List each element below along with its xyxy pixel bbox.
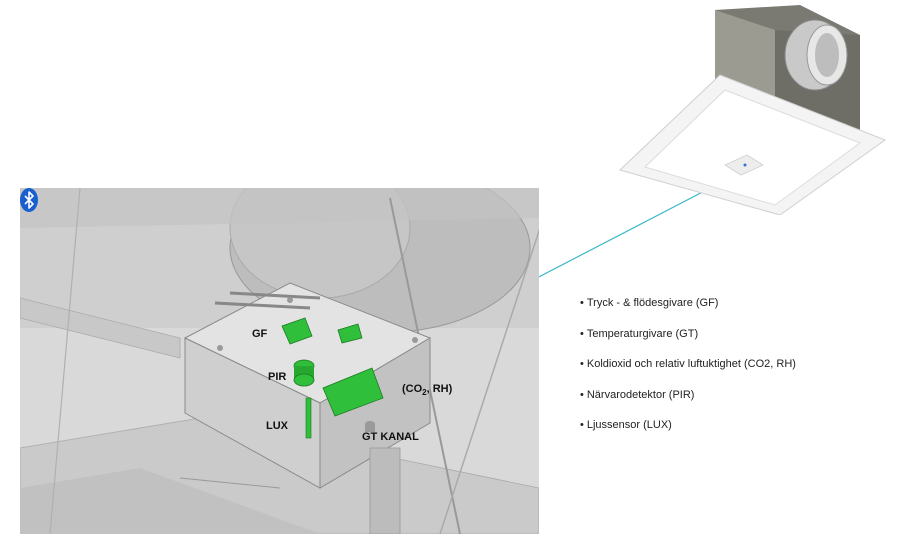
label-co2-sub: 2 <box>422 388 427 398</box>
list-item-text: Tryck - & flödesgivare (GF) <box>586 297 719 309</box>
label-lux: LUX <box>266 420 288 432</box>
bullet: • <box>580 388 584 401</box>
label-co2-rh: (CO2, RH) <box>402 383 452 397</box>
list-item-text: Temperaturgivare (GT) <box>586 327 699 340</box>
sensor-box-render: GF PIR LUX GT KANAL (CO2, RH) <box>20 188 539 534</box>
list-item: •Temperaturgivare (GT) <box>580 327 796 358</box>
bullet: • <box>580 358 584 370</box>
label-co2-prefix: (CO <box>402 383 423 395</box>
list-item: •Tryck - & flödesgivare (GF) <box>580 296 796 327</box>
bullet: • <box>580 327 584 340</box>
bullet: • <box>580 297 584 309</box>
sensor-list: •Tryck - & flödesgivare (GF) •Temperatur… <box>580 296 796 449</box>
list-item: •Ljussensor (LUX) <box>580 418 796 449</box>
list-item: •Närvarodetektor (PIR) <box>580 388 796 419</box>
list-item-text: Koldioxid och relativ luftuktighet (CO2,… <box>586 358 796 370</box>
bullet: • <box>580 419 584 431</box>
list-item: •Koldioxid och relativ luftuktighet (CO2… <box>580 357 796 388</box>
ceiling-diffuser-image <box>619 5 887 215</box>
label-gt-kanal: GT KANAL <box>362 431 419 443</box>
bluetooth-icon <box>20 188 38 212</box>
render-drawing <box>20 188 539 534</box>
list-item-text: Ljussensor (LUX) <box>586 419 672 431</box>
list-item-text: Närvarodetektor (PIR) <box>586 388 695 401</box>
label-pir: PIR <box>268 371 287 383</box>
label-co2-suffix: , RH) <box>426 383 453 395</box>
label-gf: GF <box>252 328 268 340</box>
